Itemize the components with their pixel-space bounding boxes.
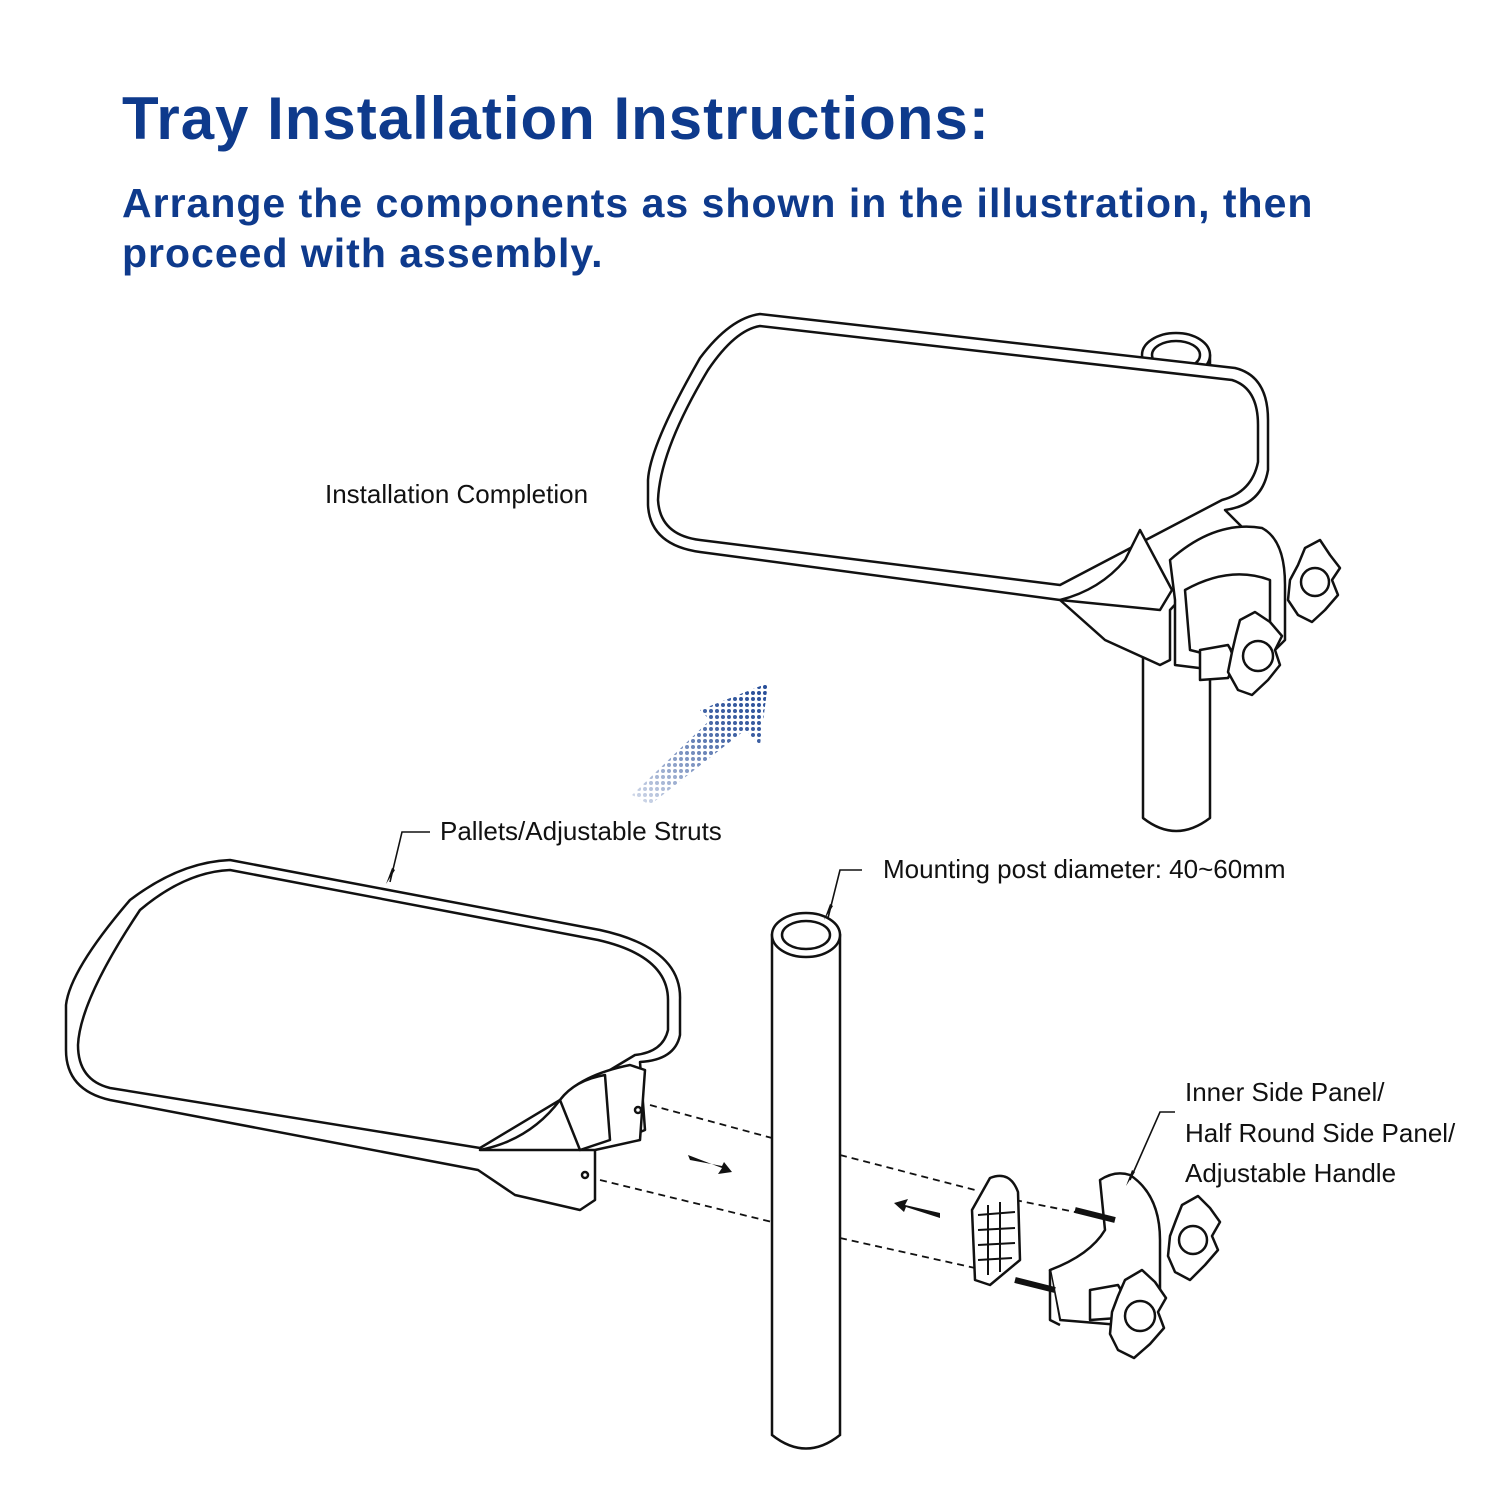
installed-assembly xyxy=(646,312,1342,833)
label-pallets: Pallets/Adjustable Struts xyxy=(440,816,722,846)
label-panel-line-2: Half Round Side Panel/ xyxy=(1185,1118,1456,1148)
label-panel-line-1: Inner Side Panel/ xyxy=(1185,1077,1385,1107)
adjustable-handle-lower xyxy=(1108,1268,1168,1360)
post-leader xyxy=(827,869,862,919)
leader-lines xyxy=(389,831,1175,1181)
installed-knob-upper xyxy=(1286,538,1342,624)
page-subtitle: Arrange the components as shown in the i… xyxy=(122,180,1314,276)
direction-arrow xyxy=(632,683,768,805)
page-title: Tray Installation Instructions: xyxy=(122,85,990,152)
panel-leader xyxy=(1129,1111,1175,1181)
label-panel-line-3: Adjustable Handle xyxy=(1185,1158,1396,1188)
installed-knob-lower xyxy=(1226,610,1284,697)
label-post-diameter: Mounting post diameter: 40~60mm xyxy=(883,854,1286,884)
label-installation-completion: Installation Completion xyxy=(325,479,588,509)
adjustable-handle-upper xyxy=(1166,1194,1222,1282)
loose-tray xyxy=(64,858,682,1212)
installed-tray xyxy=(646,312,1270,667)
pallets-leader xyxy=(389,831,430,883)
insert-arrows xyxy=(688,1155,940,1218)
inner-side-panel xyxy=(970,1174,1022,1287)
loose-post xyxy=(770,911,842,1450)
